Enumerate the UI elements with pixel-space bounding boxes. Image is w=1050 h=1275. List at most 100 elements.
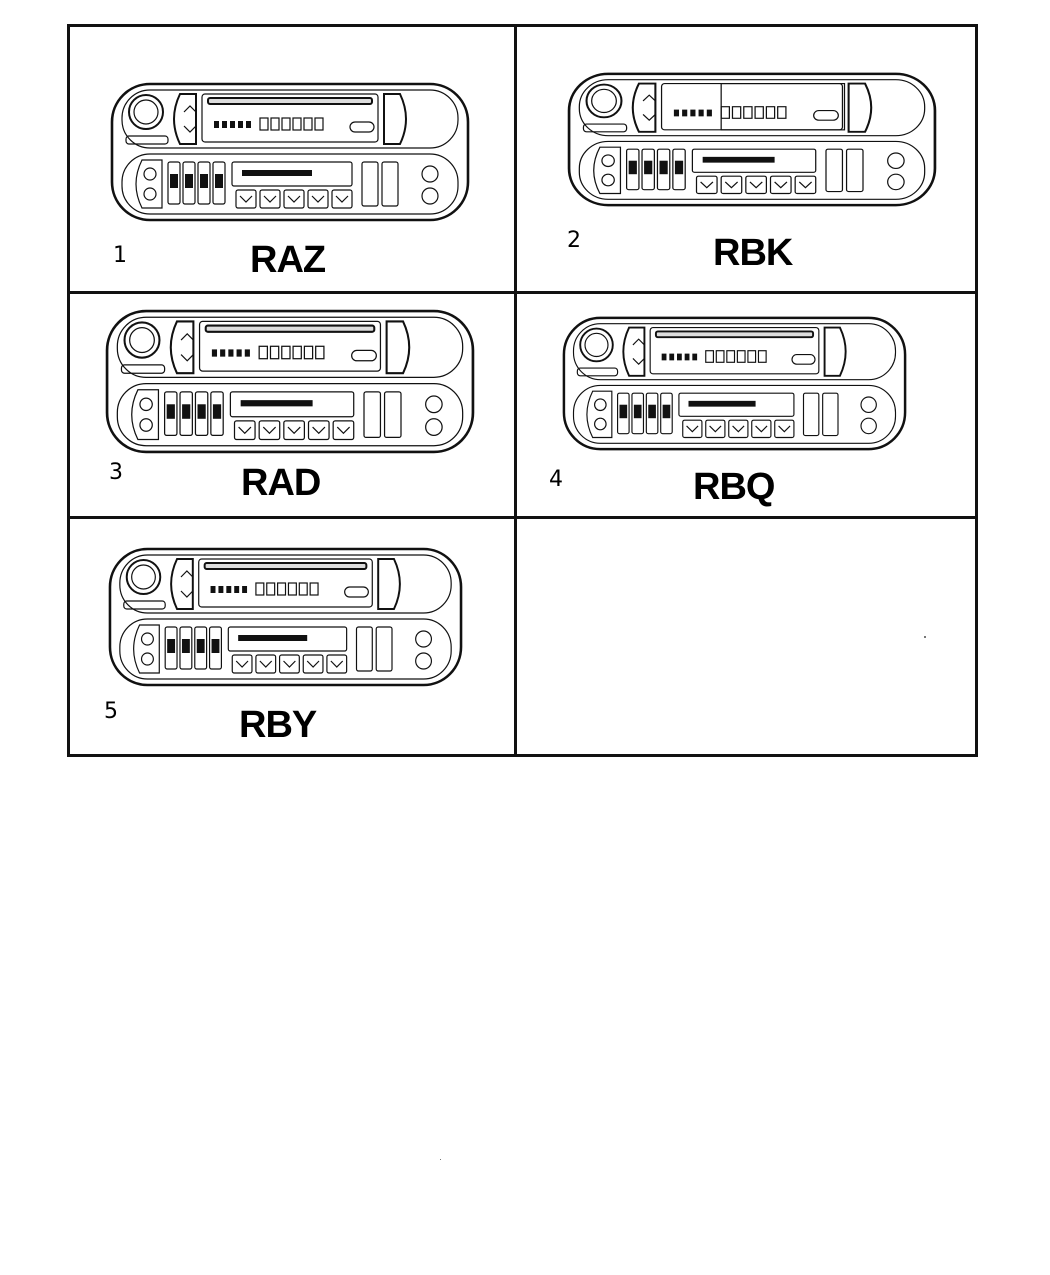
display-digit: [258, 345, 269, 360]
treble-knob: [139, 418, 153, 432]
up-arrow-icon: [632, 338, 645, 346]
cassette-slot: [702, 156, 775, 163]
tune-rocker: [377, 558, 401, 610]
preset-notch: [235, 660, 249, 668]
fade-knob: [415, 652, 433, 670]
power-button: [582, 123, 628, 133]
preset-notch: [287, 426, 301, 435]
display-digit: [315, 345, 325, 360]
display-glyph: [684, 353, 690, 361]
eq-button: [197, 161, 211, 205]
eq-button: [210, 391, 224, 436]
eq-button: [194, 626, 208, 670]
balance-rocker: [133, 624, 160, 674]
treble-knob: [594, 417, 607, 431]
display-glyph: [238, 121, 243, 128]
preset-button: [307, 189, 329, 209]
eq-button: [672, 148, 686, 191]
display-window: [198, 558, 373, 608]
display-glyph: [210, 586, 216, 593]
tune-rocker: [847, 82, 873, 133]
tone-knob: [421, 165, 439, 183]
display-glyph: [228, 349, 234, 357]
tune-rocker: [383, 93, 407, 145]
eq-button: [656, 148, 671, 191]
eq-button-mark: [200, 174, 208, 188]
display-glyph: [211, 349, 218, 357]
power-button: [123, 600, 166, 610]
function-button: [375, 626, 393, 672]
function-button: [363, 391, 382, 439]
display-digit: [255, 582, 265, 596]
cell-4: 4 RBQ: [514, 291, 978, 519]
volume-knob-inner: [584, 332, 609, 358]
display-digit: [777, 106, 787, 119]
display-digit: [309, 582, 319, 596]
stray-mark: [440, 1159, 441, 1160]
lower-panel: [119, 618, 452, 680]
cassette-window: [691, 148, 817, 173]
eq-button-mark: [185, 174, 193, 188]
balance-rocker: [135, 159, 163, 209]
display-glyph: [677, 353, 682, 361]
preset-button: [794, 175, 817, 195]
up-arrow-icon: [180, 332, 194, 341]
down-arrow-icon: [632, 358, 645, 366]
cell-1: 1 RAZ: [67, 24, 517, 294]
preset-notch: [336, 426, 351, 435]
bass-knob: [140, 632, 154, 646]
radio-illustration-rbk: [567, 72, 937, 207]
eq-button: [625, 148, 640, 191]
tone-knob: [425, 395, 443, 414]
function-button: [845, 148, 864, 193]
fade-knob: [425, 418, 443, 436]
radio-housing: [562, 316, 907, 451]
stray-mark: [924, 636, 926, 638]
preset-button: [278, 654, 300, 674]
eq-button-mark: [196, 639, 205, 653]
preset-notch: [798, 181, 813, 189]
cassette-slot: [238, 635, 308, 641]
parts-grid: 1 RAZ 2 RBK 3 RAD 4 RBQ 5 RBY: [67, 24, 978, 757]
cassette-window: [227, 626, 348, 652]
balance-rocker: [593, 146, 622, 195]
treble-knob: [140, 652, 154, 666]
seek-rocker: [170, 558, 194, 610]
tune-rocker: [823, 326, 847, 377]
eq-button-mark: [648, 404, 656, 419]
display-glyph: [690, 109, 696, 117]
preset-notch: [283, 660, 296, 668]
radio-illustration-rad: [105, 309, 475, 454]
item-number: 5: [104, 699, 118, 724]
cassette-window: [231, 161, 353, 187]
power-button: [576, 367, 619, 377]
display-digit: [292, 345, 302, 360]
display-glyph: [218, 586, 224, 593]
preset-button: [283, 420, 306, 441]
preset-button: [326, 654, 348, 674]
seek-rocker: [169, 320, 195, 375]
volume-knob-inner: [133, 99, 159, 125]
preset-button: [258, 420, 281, 441]
lower-panel: [116, 382, 464, 447]
preset-notch: [259, 660, 273, 668]
item-number: 2: [567, 228, 581, 253]
down-arrow-icon: [183, 125, 197, 133]
mode-button: [349, 121, 375, 133]
display-digit: [303, 117, 313, 131]
preset-notch: [262, 426, 277, 435]
radio-code-label: RAD: [241, 462, 321, 504]
cd-slot: [203, 562, 368, 570]
function-button: [355, 626, 373, 672]
eq-button: [617, 392, 630, 435]
preset-notch: [311, 195, 325, 203]
radio-code-label: RBY: [239, 704, 317, 746]
cassette-slot: [242, 170, 312, 176]
preset-button: [332, 420, 355, 441]
display-window: [649, 326, 820, 375]
preset-button: [231, 654, 253, 674]
treble-knob: [601, 173, 615, 187]
radio-housing: [108, 547, 463, 687]
display-glyph: [669, 353, 675, 361]
preset-notch: [709, 425, 722, 433]
